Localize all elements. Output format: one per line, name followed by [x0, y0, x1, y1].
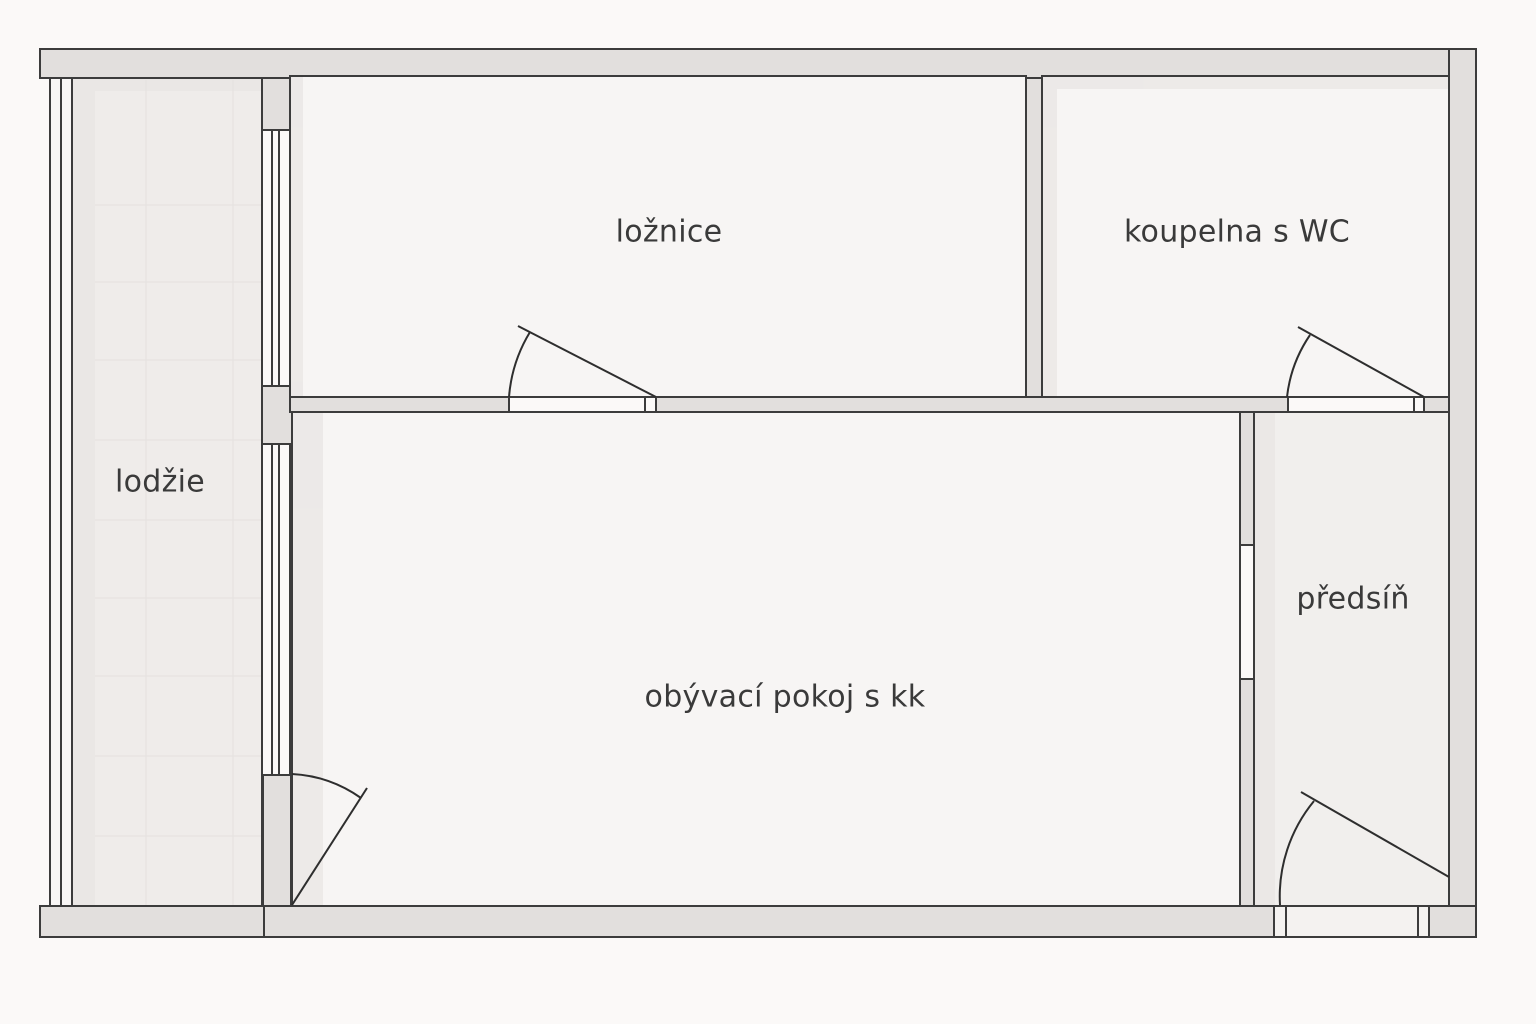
loggia-wall-bottom — [39, 905, 265, 938]
floor-bathroom — [1041, 75, 1450, 398]
door-opening-entrance — [1273, 905, 1430, 938]
door-openings — [508, 396, 1430, 938]
room-label-bedroom: ložnice — [615, 214, 723, 250]
door-opening-bedroom — [508, 396, 657, 413]
door-opening-bathroom — [1287, 396, 1425, 413]
door-bathroom-icon — [1286, 326, 1425, 398]
window-bedroom — [261, 129, 291, 387]
outer-wall-top — [39, 48, 1477, 79]
loggia-railing — [49, 77, 73, 907]
windows — [261, 129, 1255, 776]
loggia-column-bottom — [262, 774, 292, 907]
loggia-tiles — [95, 80, 261, 905]
room-label-bathroom: koupelna s WC — [1123, 214, 1351, 250]
door-bedroom-icon — [508, 325, 657, 398]
room-label-loggia: lodžie — [114, 464, 206, 500]
door-swings — [291, 325, 1450, 906]
door-living-icon — [291, 773, 368, 906]
wall-shadows — [73, 77, 1448, 905]
room-label-hall: předsíň — [1296, 581, 1410, 617]
window-hall — [1239, 544, 1255, 680]
window-living — [261, 443, 291, 776]
loggia-column-top — [261, 77, 291, 131]
outer-wall-right — [1448, 48, 1477, 938]
floor-hall — [1253, 411, 1450, 907]
partition-horizontal — [289, 396, 1450, 413]
room-label-living: obývací pokoj s kk — [644, 679, 926, 715]
door-entrance-icon — [1278, 791, 1450, 906]
partition-bedroom-bathroom — [1025, 77, 1043, 399]
room-floors — [71, 75, 1450, 907]
loggia-column-mid — [261, 385, 293, 445]
floor-loggia — [71, 77, 263, 907]
floor-living — [291, 411, 1241, 907]
